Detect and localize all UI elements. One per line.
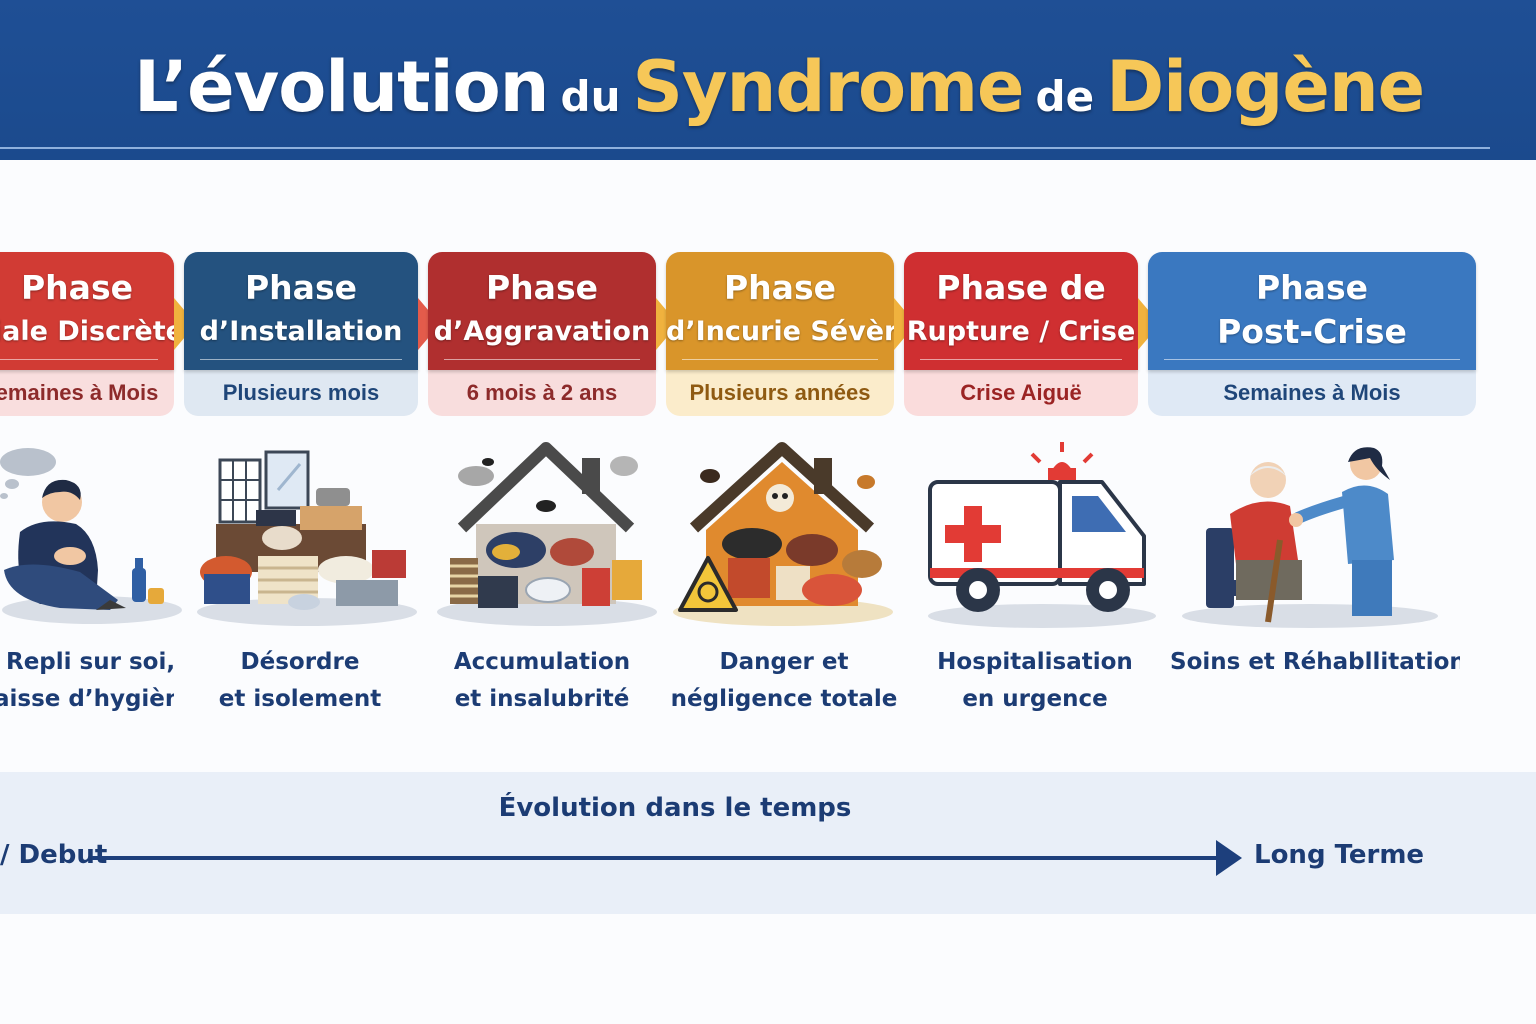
phase-duration: Crise Aiguë (904, 370, 1138, 416)
phase-card-3: Phase d’Aggravation 6 mois à 2 ans (428, 252, 656, 416)
phase-divider (682, 359, 878, 360)
phase-title: Phase de Rupture / Crise (906, 268, 1136, 347)
phase-caption-1: Repli sur soi, aisse d’hygiène (0, 649, 174, 712)
timeline-end-label: Long Terme (1254, 840, 1425, 870)
title-word-de: de (1035, 72, 1095, 121)
ambulance-icon (922, 440, 1162, 630)
phase-card-1: Phase tiale Discrète emaines à Mois (0, 252, 174, 416)
phase-header: Phase d’Aggravation (428, 252, 656, 370)
timeline-start-label: / Debut (0, 840, 108, 870)
phase-duration: 6 mois à 2 ans (428, 370, 656, 416)
phase-duration: Semaines à Mois (1148, 370, 1476, 416)
title-word-evolution: L’évolution (134, 46, 550, 128)
arrow-right-icon (1216, 840, 1242, 876)
phase-title: Phase d’Incurie Sévère (666, 268, 894, 347)
phase-header: Phase tiale Discrète (0, 252, 174, 370)
phase-caption-3: Accumulation et insalubrité (453, 649, 631, 712)
phase-divider (444, 359, 640, 360)
phase-caption-4: Danger et négligence totale (670, 649, 898, 712)
phase-duration: emaines à Mois (0, 370, 174, 416)
clutter-pile-icon (196, 440, 418, 630)
phase-caption-5: Hospitalisation en urgence (937, 649, 1133, 712)
phase-card-2: Phase d’Installation Plusieurs mois (184, 252, 418, 416)
phase-card-6: Phase Post-Crise Semaines à Mois (1148, 252, 1476, 416)
dirty-house-icon (436, 440, 658, 630)
phase-card-5: Phase de Rupture / Crise Crise Aiguë (904, 252, 1138, 416)
title-word-syndrome: Syndrome (632, 46, 1024, 128)
phase-header: Phase d’Installation (184, 252, 418, 370)
phase-header: Phase Post-Crise (1148, 252, 1476, 370)
phase-duration: Plusieurs années (666, 370, 894, 416)
timeline-band (0, 772, 1536, 914)
phase-divider (0, 359, 158, 360)
phase-title: Phase d’Aggravation (433, 268, 651, 347)
phase-duration: Plusieurs mois (184, 370, 418, 416)
title-word-diogene: Diogène (1106, 46, 1425, 128)
biohazard-house-icon (672, 440, 894, 630)
title-word-du: du (560, 72, 621, 121)
timeline-title: Évolution dans le temps (498, 793, 852, 823)
phase-header: Phase de Rupture / Crise (904, 252, 1138, 370)
phase-title: Phase tiale Discrète (0, 268, 174, 347)
timeline-line (92, 856, 1222, 860)
phase-title: Phase Post-Crise (1217, 268, 1407, 351)
phase-caption-2: Désordre et isolement (218, 649, 382, 712)
footer-area (0, 914, 1536, 1024)
phase-divider (920, 359, 1122, 360)
phase-title: Phase d’Installation (199, 268, 403, 347)
phase-card-4: Phase d’Incurie Sévère Plusieurs années (666, 252, 894, 416)
caregiver-icon (1180, 440, 1440, 630)
phase-divider (1164, 359, 1460, 360)
phase-divider (200, 359, 402, 360)
phase-caption-6: Soins et Réhabllitation (1170, 649, 1460, 675)
header-divider (0, 147, 1490, 149)
header-banner (0, 0, 1536, 160)
phase-header: Phase d’Incurie Sévère (666, 252, 894, 370)
thinking-person-icon (0, 440, 184, 630)
